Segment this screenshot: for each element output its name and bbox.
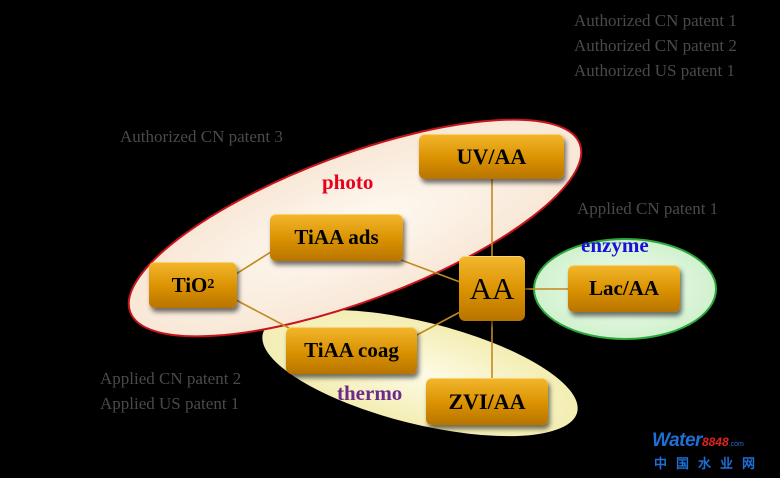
patent-authorized-cn-1: Authorized CN patent 1 bbox=[574, 11, 737, 30]
watermark-word: Water bbox=[652, 430, 702, 451]
watermark-logo: Water8848.com 中国水业网 bbox=[652, 430, 774, 474]
connector-tio2-tiaa-coag bbox=[235, 299, 290, 329]
patent-authorized-us-1: Authorized US patent 1 bbox=[574, 61, 735, 80]
connector-tio2-tiaa-ads bbox=[235, 249, 275, 275]
watermark-cn: 中国水业网 bbox=[654, 456, 765, 471]
watermark-top: Water8848.com bbox=[652, 430, 744, 452]
watermark-number: 8848 bbox=[701, 435, 729, 449]
photo-group-label: photo bbox=[322, 170, 374, 194]
node-aa: AA bbox=[459, 256, 525, 321]
patent-applied-cn-2: Applied CN patent 2 bbox=[100, 369, 242, 388]
node-lac-aa: Lac/AA bbox=[568, 265, 680, 312]
node-zvi-aa: ZVI/AA bbox=[426, 378, 548, 425]
thermo-group-label: thermo bbox=[337, 381, 403, 405]
enzyme-group-label: enzyme bbox=[581, 233, 649, 257]
connectors bbox=[235, 178, 568, 380]
node-tio2-subscript: 2 bbox=[207, 277, 215, 292]
patent-applied-cn-1: Applied CN patent 1 bbox=[577, 199, 719, 218]
connector-aa-tiaa-coag bbox=[414, 311, 461, 337]
node-uv-aa: UV/AA bbox=[419, 134, 564, 179]
node-tiaa-ads: TiAA ads bbox=[270, 214, 403, 261]
connector-aa-tiaa-ads bbox=[400, 259, 461, 283]
node-tio2-base: TiO bbox=[171, 272, 208, 297]
watermark-tld: .com bbox=[728, 441, 744, 448]
patent-authorized-cn-2: Authorized CN patent 2 bbox=[574, 36, 737, 55]
patent-applied-us-1: Applied US patent 1 bbox=[100, 394, 240, 413]
patent-authorized-cn-3: Authorized CN patent 3 bbox=[120, 127, 283, 146]
node-tiaa-coag: TiAA coag bbox=[286, 327, 417, 374]
